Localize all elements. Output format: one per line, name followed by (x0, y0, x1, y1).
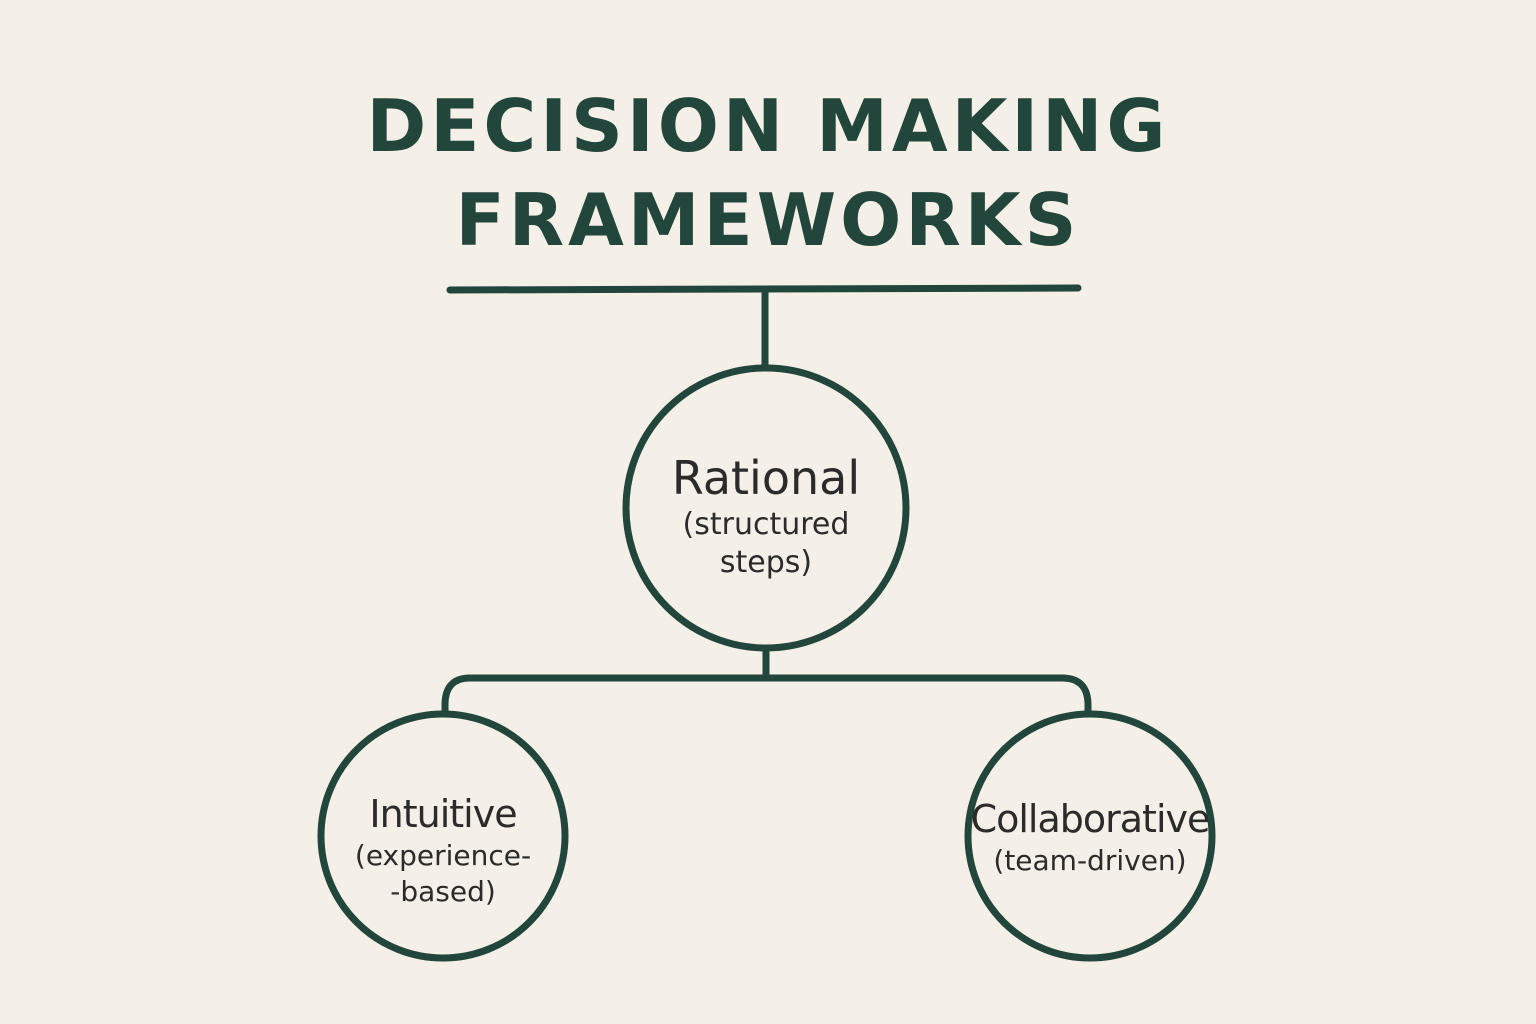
collaborative-node-name: Collaborative (970, 797, 1211, 841)
intuitive-node: Intuitive (experience- -based) (321, 790, 565, 910)
rational-node: Rational (structured steps) (626, 450, 906, 582)
collaborative-node-circle (964, 710, 1216, 962)
rational-node-desc: (structured steps) (682, 507, 850, 580)
connector-branch-right (762, 674, 1092, 718)
connector-branch-left (441, 674, 770, 716)
intuitive-node-name: Intuitive (369, 792, 517, 836)
intuitive-node-circle (317, 710, 569, 962)
rational-node-name: Rational (671, 451, 861, 505)
collaborative-node: Collaborative (team-driven) (968, 795, 1212, 879)
intuitive-node-desc: (experience- -based) (354, 839, 532, 908)
title-line-2: FRAMEWORKS (455, 178, 1081, 262)
collaborative-node-desc: (team-driven) (993, 844, 1187, 877)
title-line-1: DECISION MAKING (366, 84, 1170, 168)
